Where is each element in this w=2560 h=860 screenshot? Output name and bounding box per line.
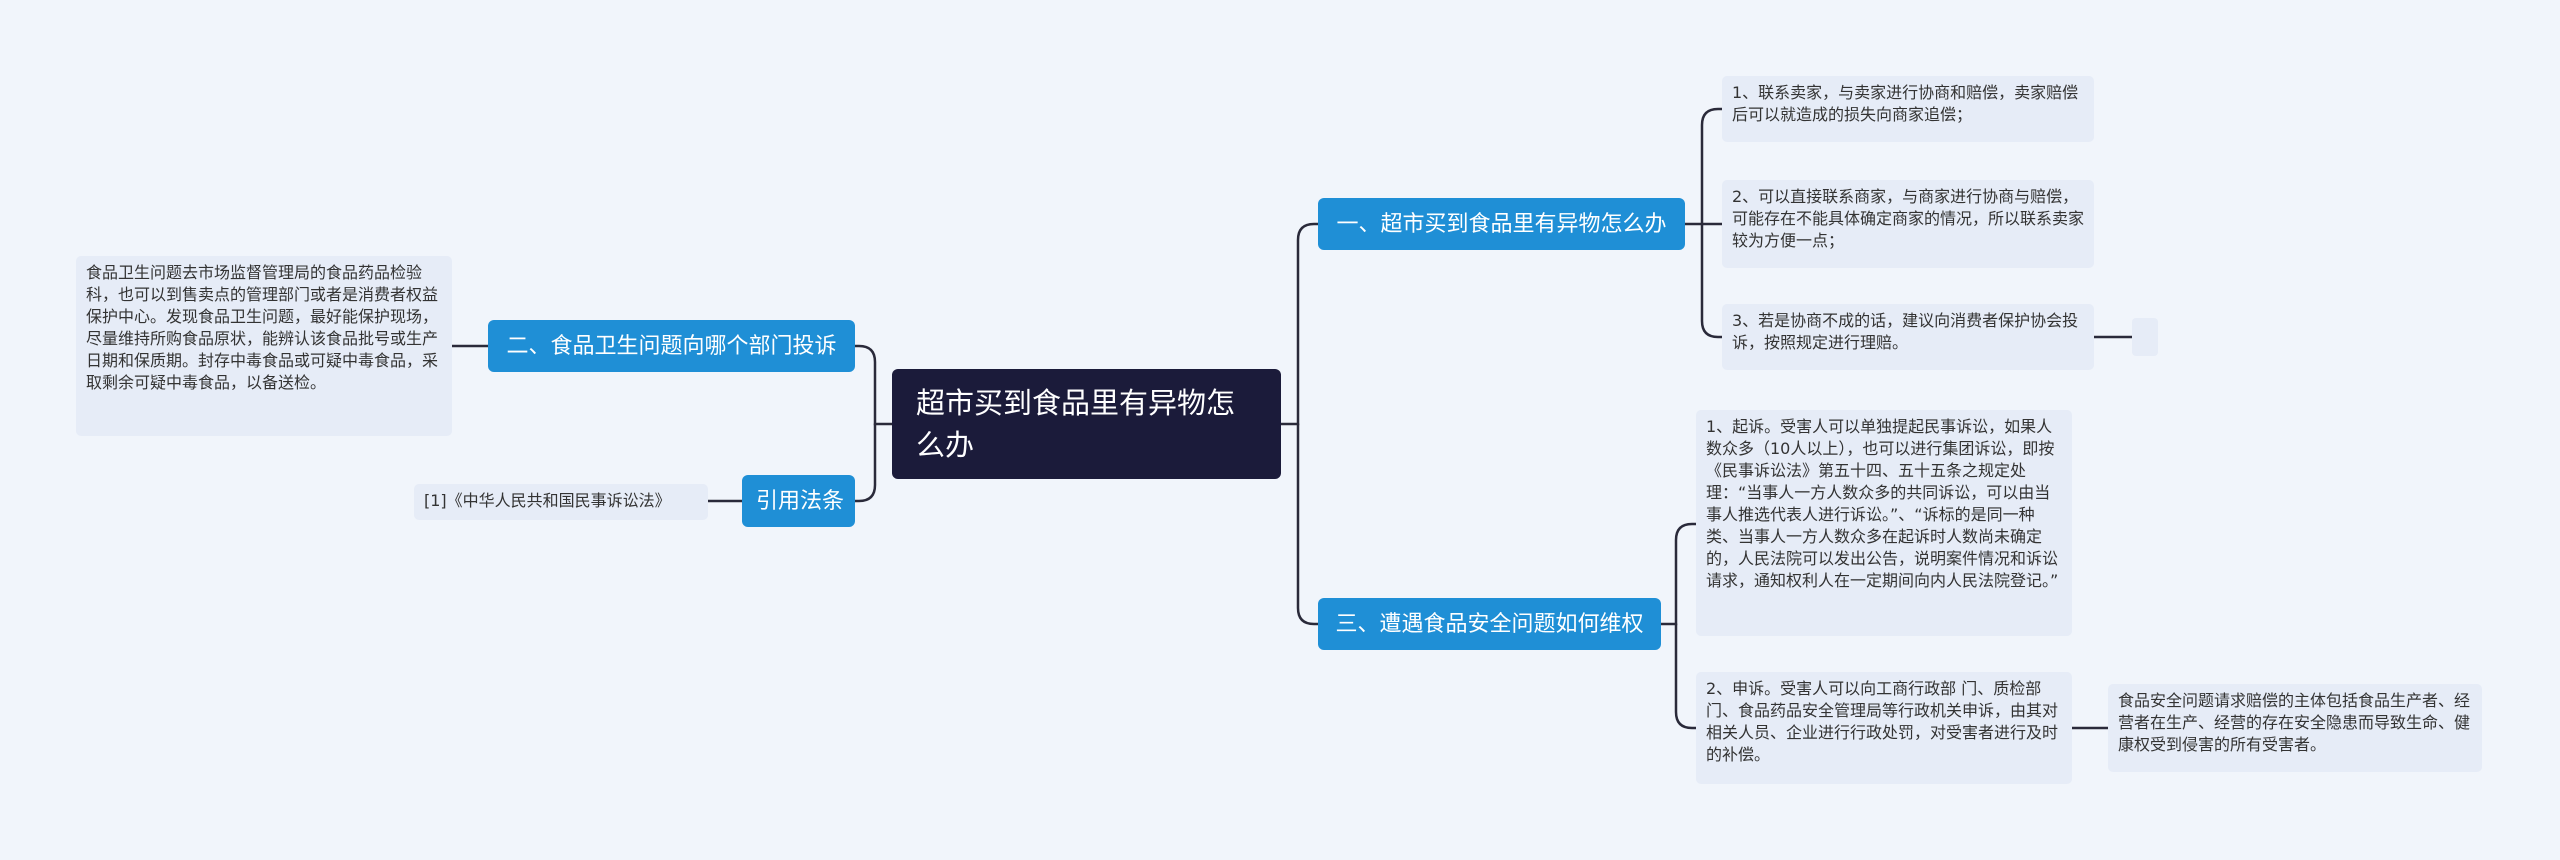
branch-topic-1[interactable]: 一、超市买到食品里有异物怎么办 xyxy=(1318,198,1685,250)
root-topic-label: 超市买到食品里有异物怎么办 xyxy=(916,386,1236,462)
leaf-topic-1-2[interactable]: 2、可以直接联系商家，与商家进行协商与赔偿，可能存在不能具体确定商家的情况，所以… xyxy=(1722,180,2094,268)
branch-topic-3[interactable]: 三、遭遇食品安全问题如何维权 xyxy=(1318,598,1661,650)
connector-b3-leaf2 xyxy=(1674,622,1698,730)
leaf-topic-2-1-text: 食品卫生问题去市场监督管理局的食品药品检验科，也可以到售卖点的管理部门或者是消费… xyxy=(86,263,439,392)
branch-topic-4[interactable]: 引用法条 xyxy=(742,475,855,527)
connector-b3-leaf1 xyxy=(1659,522,1698,626)
leaf-topic-3-1-text: 1、起诉。受害人可以单独提起民事诉讼，如果人数众多（10人以上），也可以进行集团… xyxy=(1706,417,2059,590)
leaf-topic-1-3-text: 3、若是协商不成的话，建议向消费者保护协会投诉，按照规定进行理赔。 xyxy=(1732,311,2079,352)
leaf-topic-1-3[interactable]: 3、若是协商不成的话，建议向消费者保护协会投诉，按照规定进行理赔。 xyxy=(1722,304,2094,370)
leaf-topic-1-1[interactable]: 1、联系卖家，与卖家进行协商和赔偿，卖家赔偿后可以就造成的损失向商家追偿； xyxy=(1722,76,2094,142)
connector-b1-leaf1 xyxy=(1683,107,1724,226)
branch-topic-1-label: 一、超市买到食品里有异物怎么办 xyxy=(1336,212,1667,237)
branch-topic-2-label: 二、食品卫生问题向哪个部门投诉 xyxy=(506,334,837,359)
leaf-topic-3-1[interactable]: 1、起诉。受害人可以单独提起民事诉讼，如果人数众多（10人以上），也可以进行集团… xyxy=(1696,410,2072,636)
leaf-topic-2-1[interactable]: 食品卫生问题去市场监督管理局的食品药品检验科，也可以到售卖点的管理部门或者是消费… xyxy=(76,256,452,436)
connector-root-b1 xyxy=(1279,222,1320,426)
connector-b1-leaf3 xyxy=(1700,222,1724,339)
leaf-topic-3-2-text: 2、申诉。受害人可以向工商行政部 门、质检部门、食品药品安全管理局等行政机关申诉… xyxy=(1706,679,2059,764)
branch-topic-4-label: 引用法条 xyxy=(756,489,845,514)
leaf-topic-1-1-text: 1、联系卖家，与卖家进行协商和赔偿，卖家赔偿后可以就造成的损失向商家追偿； xyxy=(1732,83,2079,124)
leaf-topic-3-2-child-text: 食品安全问题请求赔偿的主体包括食品生产者、经营者在生产、经营的存在安全隐患而导致… xyxy=(2118,691,2471,754)
leaf-topic-3-2-child[interactable]: 食品安全问题请求赔偿的主体包括食品生产者、经营者在生产、经营的存在安全隐患而导致… xyxy=(2108,684,2482,772)
branch-topic-2[interactable]: 二、食品卫生问题向哪个部门投诉 xyxy=(488,320,855,372)
root-topic[interactable]: 超市买到食品里有异物怎么办 xyxy=(892,369,1281,479)
branch-topic-3-label: 三、遭遇食品安全问题如何维权 xyxy=(1335,612,1644,637)
leaf-topic-3-2[interactable]: 2、申诉。受害人可以向工商行政部 门、质检部门、食品药品安全管理局等行政机关申诉… xyxy=(1696,672,2072,784)
connector-root-b2 xyxy=(853,344,894,426)
leaf-topic-1-3-child[interactable] xyxy=(2132,318,2158,356)
connector-root-b4 xyxy=(853,422,877,503)
leaf-topic-4-1[interactable]: [1]《中华人民共和国民事诉讼法》 xyxy=(414,484,708,520)
connector-root-b3 xyxy=(1296,422,1320,626)
leaf-topic-1-2-text: 2、可以直接联系商家，与商家进行协商与赔偿，可能存在不能具体确定商家的情况，所以… xyxy=(1732,187,2085,250)
leaf-topic-4-1-text: [1]《中华人民共和国民事诉讼法》 xyxy=(424,491,671,510)
